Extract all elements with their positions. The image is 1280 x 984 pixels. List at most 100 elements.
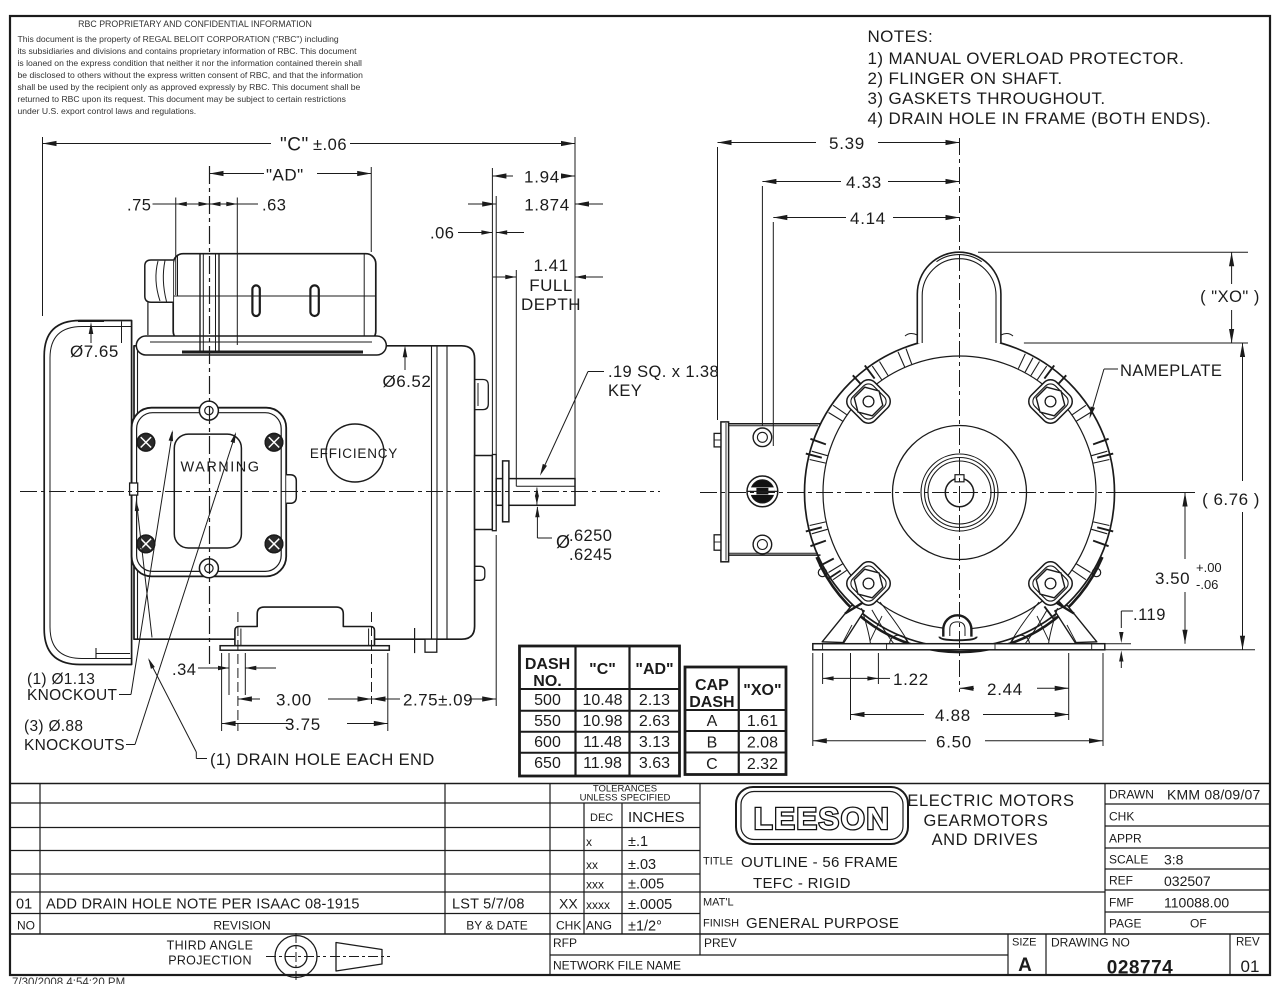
svg-text:2.13: 2.13	[639, 692, 670, 709]
svg-text:2.75±.09: 2.75±.09	[403, 691, 473, 710]
svg-text:550: 550	[534, 713, 561, 730]
svg-text:TITLE: TITLE	[703, 856, 733, 868]
svg-text:"C": "C"	[589, 661, 616, 678]
svg-text:110088.00: 110088.00	[1164, 895, 1229, 911]
svg-text:4.33: 4.33	[846, 173, 882, 192]
svg-text:LST 5/7/08: LST 5/7/08	[452, 897, 525, 913]
svg-text:REF: REF	[1109, 874, 1133, 888]
svg-text:2.63: 2.63	[639, 713, 670, 730]
svg-text:01: 01	[16, 897, 32, 913]
svg-text:Ø7.65: Ø7.65	[70, 342, 119, 361]
svg-text:INCHES: INCHES	[628, 809, 685, 826]
svg-text:3.13: 3.13	[639, 734, 670, 751]
svg-text:032507: 032507	[1164, 873, 1211, 889]
svg-text:.6250: .6250	[569, 527, 612, 545]
svg-text:C: C	[706, 756, 718, 773]
svg-text:3.63: 3.63	[639, 755, 670, 772]
svg-text:KMM 08/09/07: KMM 08/09/07	[1167, 787, 1260, 803]
svg-text:.6245: .6245	[569, 546, 612, 564]
svg-text:DASH: DASH	[689, 694, 734, 711]
svg-text:x: x	[586, 835, 592, 849]
svg-text:PAGE: PAGE	[1109, 917, 1141, 931]
svg-text:3.50: 3.50	[1155, 569, 1190, 588]
svg-text:ANG: ANG	[586, 919, 612, 933]
svg-text:5.39: 5.39	[829, 134, 865, 153]
svg-text:WARNING: WARNING	[181, 460, 261, 476]
svg-text:KNOCKOUTS: KNOCKOUTS	[24, 737, 125, 754]
svg-text:XX: XX	[559, 896, 578, 912]
svg-text:±.005: ±.005	[628, 877, 664, 893]
svg-text:REVISION: REVISION	[213, 919, 270, 933]
svg-text:TOLERANCES: TOLERANCES	[593, 784, 657, 795]
svg-text:11.48: 11.48	[583, 734, 622, 751]
svg-text:GEARMOTORS: GEARMOTORS	[924, 812, 1049, 830]
svg-text:DEPTH: DEPTH	[521, 295, 581, 314]
svg-text:xx: xx	[586, 858, 598, 872]
svg-text:returned to RBC upon its reque: returned to RBC upon its request. This d…	[18, 94, 346, 104]
svg-text:A: A	[707, 713, 718, 730]
svg-text:REV: REV	[1236, 937, 1260, 949]
svg-text:xxxx: xxxx	[586, 898, 610, 912]
svg-text:2) FLINGER ON SHAFT.: 2) FLINGER ON SHAFT.	[868, 69, 1063, 88]
svg-text:CHK: CHK	[1109, 810, 1134, 824]
svg-text:±.0005: ±.0005	[628, 897, 672, 913]
svg-text:UNLESS SPECIFIED: UNLESS SPECIFIED	[580, 793, 671, 804]
svg-text:±1/2°: ±1/2°	[628, 919, 662, 935]
svg-text:DASH: DASH	[525, 656, 570, 673]
svg-text:"AD": "AD"	[635, 661, 673, 678]
svg-text:ELECTRIC MOTORS: ELECTRIC MOTORS	[907, 792, 1074, 810]
svg-text:500: 500	[534, 692, 561, 709]
svg-text:RBC PROPRIETARY AND CONFIDENTI: RBC PROPRIETARY AND CONFIDENTIAL INFORMA…	[78, 19, 312, 29]
svg-text:1.61: 1.61	[747, 713, 778, 730]
svg-text:APPR: APPR	[1109, 832, 1142, 846]
svg-text:1.41: 1.41	[533, 256, 568, 275]
svg-text:its subsidiaries and divisions: its subsidiaries and divisions and conta…	[18, 46, 358, 56]
svg-text:AND DRIVES: AND DRIVES	[932, 831, 1039, 849]
svg-text:NAMEPLATE: NAMEPLATE	[1120, 362, 1222, 380]
svg-text:3.75: 3.75	[285, 715, 321, 734]
svg-text:±.1: ±.1	[628, 834, 648, 850]
svg-text:+.00: +.00	[1196, 560, 1222, 575]
svg-text:4.14: 4.14	[850, 209, 886, 228]
svg-text:PROJECTION: PROJECTION	[168, 954, 252, 968]
svg-text:FULL: FULL	[529, 276, 573, 295]
svg-text:EFFICIENCY: EFFICIENCY	[310, 446, 398, 461]
svg-text:This document is the property: This document is the property of REGAL B…	[18, 34, 339, 44]
svg-text:BY & DATE: BY & DATE	[466, 919, 528, 933]
svg-text:1.94: 1.94	[524, 168, 560, 187]
svg-text:B: B	[707, 735, 718, 752]
svg-text:FINISH: FINISH	[703, 918, 739, 930]
svg-text:TEFC - RIGID: TEFC - RIGID	[753, 875, 851, 892]
svg-text:1.874: 1.874	[524, 196, 570, 215]
svg-text:600: 600	[534, 734, 561, 751]
svg-text:xxx: xxx	[586, 878, 604, 892]
svg-text:ADD DRAIN HOLE NOTE PER ISAAC: ADD DRAIN HOLE NOTE PER ISAAC 08-1915	[46, 897, 360, 913]
svg-text:.06: .06	[430, 225, 454, 243]
svg-text:.75: .75	[127, 197, 151, 215]
svg-text:THIRD ANGLE: THIRD ANGLE	[167, 939, 254, 953]
svg-text:2.08: 2.08	[747, 735, 778, 752]
svg-text:CAP: CAP	[695, 677, 729, 694]
svg-text:PREV: PREV	[704, 936, 737, 950]
svg-text:MAT'L: MAT'L	[703, 897, 734, 909]
svg-text:"AD": "AD"	[266, 166, 304, 185]
svg-text:( 6.76 ): ( 6.76 )	[1202, 490, 1260, 509]
svg-text:DRAWING NO: DRAWING NO	[1051, 936, 1130, 950]
svg-text:( "XO" ): ( "XO" )	[1200, 288, 1260, 306]
svg-text:1) MANUAL OVERLOAD PROTECTOR.: 1) MANUAL OVERLOAD PROTECTOR.	[868, 49, 1185, 68]
svg-text:"XO": "XO"	[743, 682, 781, 699]
svg-text:650: 650	[534, 755, 561, 772]
svg-text:.63: .63	[262, 197, 286, 215]
svg-text:(3) Ø.88: (3) Ø.88	[24, 718, 83, 735]
svg-text:10.98: 10.98	[582, 713, 622, 730]
svg-text:(1) DRAIN HOLE EACH END: (1) DRAIN HOLE EACH END	[210, 751, 435, 769]
svg-text:CHK: CHK	[556, 919, 581, 933]
svg-text:Ø6.52: Ø6.52	[383, 372, 432, 391]
svg-text:.119: .119	[1133, 606, 1166, 624]
svg-text:(1) Ø1.13: (1) Ø1.13	[27, 671, 95, 688]
svg-text:NETWORK FILE NAME: NETWORK FILE NAME	[553, 959, 681, 973]
svg-text:11.98: 11.98	[583, 755, 622, 772]
svg-text:A: A	[1018, 955, 1032, 976]
svg-text:SIZE: SIZE	[1012, 937, 1036, 949]
svg-text:"C": "C"	[280, 135, 309, 156]
